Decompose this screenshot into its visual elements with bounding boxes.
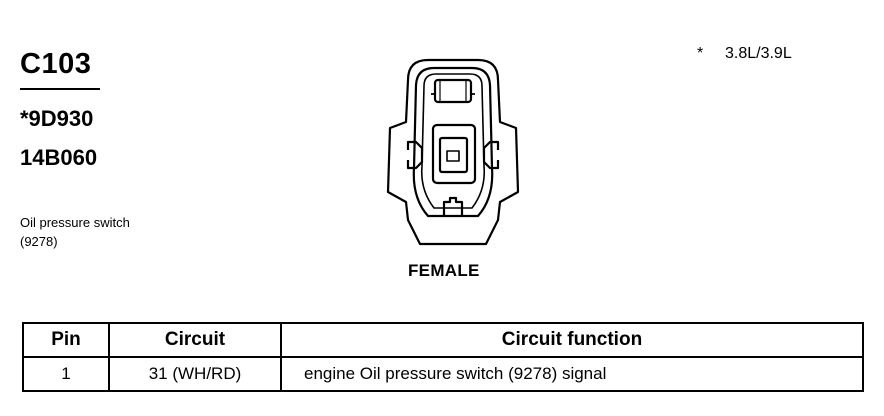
header-pin: Pin [22,322,110,358]
side-clip-right [482,140,500,170]
component-name: Oil pressure switch [20,215,130,230]
part-number-secondary: 14B060 [20,145,98,170]
connector-id-underline [20,88,100,90]
circuit-code: 31 (WH/RD) [108,356,282,392]
pin-table: Pin Circuit Circuit function 1 31 (WH/RD… [22,322,864,392]
terminal-cavity-inner [438,136,469,174]
engine-footnote: * 3.8L/3.9L [697,45,792,63]
pin-table-header: Pin Circuit Circuit function [22,322,864,358]
connector-id: C103 [20,48,92,80]
header-circuit-function: Circuit function [280,322,864,358]
connector-gender-label: FEMALE [408,261,480,280]
circuit-function: engine Oil pressure switch (9278) signal [280,356,864,392]
table-row: 1 31 (WH/RD) engine Oil pressure switch … [22,356,864,392]
pin-number: 1 [22,356,110,392]
footnote-text: 3.8L/3.9L [725,45,792,62]
bottom-key [442,196,464,216]
connector-wire-loop [420,73,486,209]
header-circuit: Circuit [108,322,282,358]
side-clip-left [406,140,424,170]
terminal-cavity-outer [431,123,477,185]
footnote-marker: * [697,45,704,62]
connector-housing-outer [386,58,520,246]
connector-housing-inner [412,66,494,218]
component-description: Oil pressure switch (9278) [20,213,130,251]
component-ref: (9278) [20,234,58,249]
connector-face-diagram [386,58,520,246]
locking-latch [433,78,473,104]
part-number-primary: *9D930 [20,106,94,131]
pin-1-terminal [446,150,460,162]
